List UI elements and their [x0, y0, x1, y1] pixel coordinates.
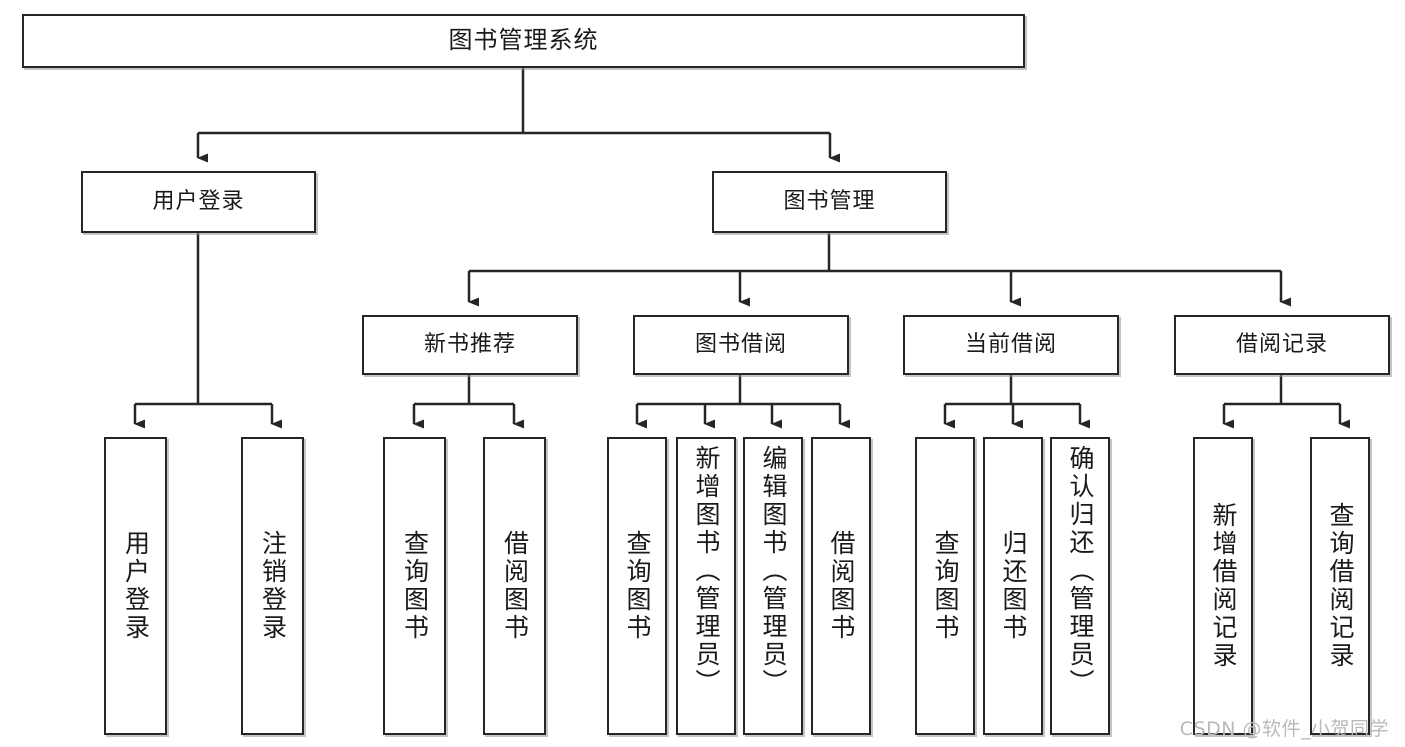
node-leaf-borrow-record-query[interactable]: 查询借阅记录: [1310, 437, 1370, 735]
node-label-leaf-book-borrow-borrow: 借阅图书: [827, 530, 856, 642]
node-label-leaf-current-borrow-confirm-return: 确认归还（管理员）: [1066, 445, 1095, 697]
node-leaf-borrow-record-add[interactable]: 新增借阅记录: [1193, 437, 1253, 735]
node-leaf-user-login-logout[interactable]: 注销登录: [241, 437, 304, 735]
node-label-book-borrow: 图书借阅: [694, 332, 787, 358]
node-leaf-book-borrow-query[interactable]: 查询图书: [607, 437, 667, 735]
node-leaf-book-borrow-borrow[interactable]: 借阅图书: [811, 437, 871, 735]
node-label-new-book-recommend: 新书推荐: [423, 332, 516, 358]
node-label-leaf-book-borrow-edit: 编辑图书（管理员）: [759, 445, 788, 697]
node-leaf-new-book-borrow[interactable]: 借阅图书: [483, 437, 546, 735]
node-label-current-borrow: 当前借阅: [964, 332, 1057, 358]
node-book-management[interactable]: 图书管理: [712, 171, 947, 233]
node-user-login[interactable]: 用户登录: [81, 171, 316, 233]
node-leaf-new-book-query[interactable]: 查询图书: [383, 437, 446, 735]
node-leaf-user-login-login[interactable]: 用户登录: [104, 437, 167, 735]
node-leaf-current-borrow-query[interactable]: 查询图书: [915, 437, 975, 735]
node-leaf-book-borrow-add[interactable]: 新增图书（管理员）: [676, 437, 736, 735]
node-label-leaf-new-book-query: 查询图书: [400, 530, 430, 642]
node-label-borrow-record: 借阅记录: [1235, 332, 1328, 358]
node-book-borrow[interactable]: 图书借阅: [633, 315, 849, 375]
node-root-book-management-system[interactable]: 图书管理系统: [22, 14, 1025, 68]
node-label-leaf-current-borrow-query: 查询图书: [931, 530, 960, 642]
node-new-book-recommend[interactable]: 新书推荐: [362, 315, 578, 375]
node-leaf-book-borrow-edit[interactable]: 编辑图书（管理员）: [743, 437, 803, 735]
node-leaf-current-borrow-confirm-return[interactable]: 确认归还（管理员）: [1050, 437, 1110, 735]
node-label-leaf-user-login-login: 用户登录: [121, 530, 151, 642]
node-leaf-current-borrow-return[interactable]: 归还图书: [983, 437, 1043, 735]
node-label-leaf-book-borrow-query: 查询图书: [623, 530, 652, 642]
node-label-book-management: 图书管理: [783, 189, 876, 215]
node-label-leaf-book-borrow-add: 新增图书（管理员）: [692, 445, 721, 697]
node-label-user-login: 用户登录: [152, 189, 245, 215]
node-label-root: 图书管理系统: [448, 26, 599, 55]
node-label-leaf-borrow-record-add: 新增借阅记录: [1209, 502, 1238, 670]
node-label-leaf-new-book-borrow: 借阅图书: [500, 530, 530, 642]
node-label-leaf-user-login-logout: 注销登录: [258, 530, 288, 642]
node-current-borrow[interactable]: 当前借阅: [903, 315, 1119, 375]
node-label-leaf-borrow-record-query: 查询借阅记录: [1326, 502, 1355, 670]
node-label-leaf-current-borrow-return: 归还图书: [999, 530, 1028, 642]
node-borrow-record[interactable]: 借阅记录: [1174, 315, 1390, 375]
